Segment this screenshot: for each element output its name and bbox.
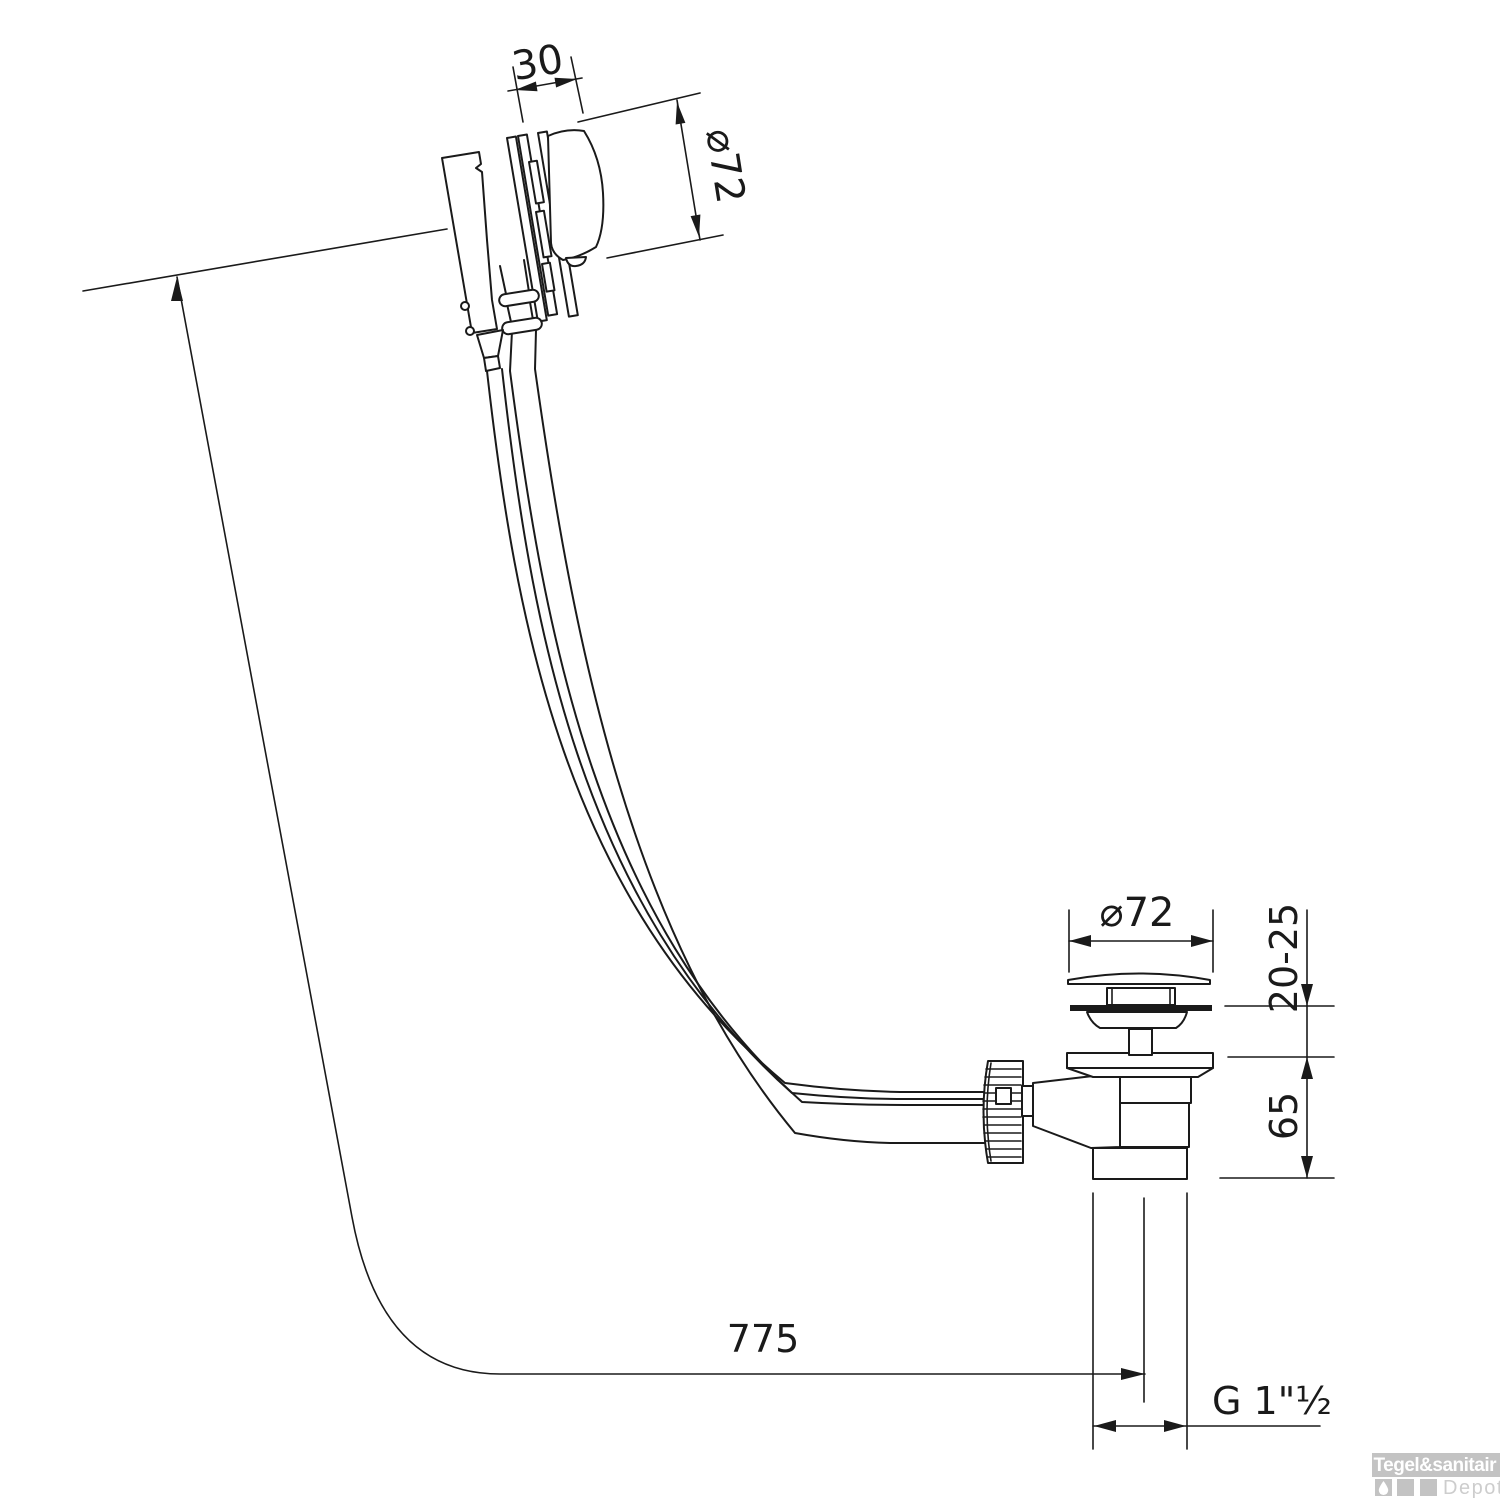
dim-outlet-thread: G 1"½ [1092,1379,1332,1432]
logo-brand-text: Tegel&sanitair [1373,1455,1497,1476]
pop-up-plug-cap [1067,972,1211,985]
dim-dia72-drain-label: ⌀72 [1100,890,1175,936]
overflow-unit [441,129,605,372]
plug-neck [1106,987,1176,1006]
dim-775-label: 775 [727,1317,800,1361]
water-drop-icon [1378,1481,1389,1495]
plug-seat [1086,1011,1188,1029]
dim-thread-label: G 1"½ [1212,1379,1332,1423]
dim-overflow-diameter: ⌀72 [577,92,753,259]
dim-cable-length: 775 [171,276,1146,1380]
hose-coupling-ring [498,288,540,308]
arrow-up-icon [171,277,183,301]
dim-65-label: 65 [1262,1092,1306,1140]
knurled-nut [982,1060,1024,1164]
dim-plug-diameter: ⌀72 [1068,890,1214,973]
dim-20-25-label: 20-25 [1262,903,1306,1013]
overflow-body [441,151,498,334]
nut-connector [1021,1085,1034,1117]
logo-banner [1372,1453,1500,1477]
arrow-right-icon [1121,1368,1145,1380]
logo: Tegel&sanitair Depot [1372,1453,1500,1499]
overflow-hose [509,329,988,1144]
cap-nipple [565,256,587,268]
body-screw [460,301,470,311]
tailpiece [1092,1147,1188,1180]
drain-assembly [982,972,1214,1450]
control-cable [486,368,997,1100]
dim-dia72-overflow-label: ⌀72 [696,125,753,206]
body-screw [465,326,475,336]
waste-rim [1070,1005,1212,1011]
pop-up-stem [1128,1028,1153,1056]
dim-30-label: 30 [509,36,567,90]
waste-body [1032,1075,1121,1149]
cable-fitting [995,1087,1012,1105]
logo-squares [1375,1479,1437,1496]
overflow-cap [547,129,605,261]
dim-overflow-depth: 30 [507,36,584,123]
cable-outlet-funnel [476,329,504,359]
bath-rim-line [82,228,448,292]
hose-stub [499,265,507,295]
dim-height-stack: 20-25 65 [1219,903,1335,1179]
logo-suffix-text: Depot [1443,1477,1500,1499]
